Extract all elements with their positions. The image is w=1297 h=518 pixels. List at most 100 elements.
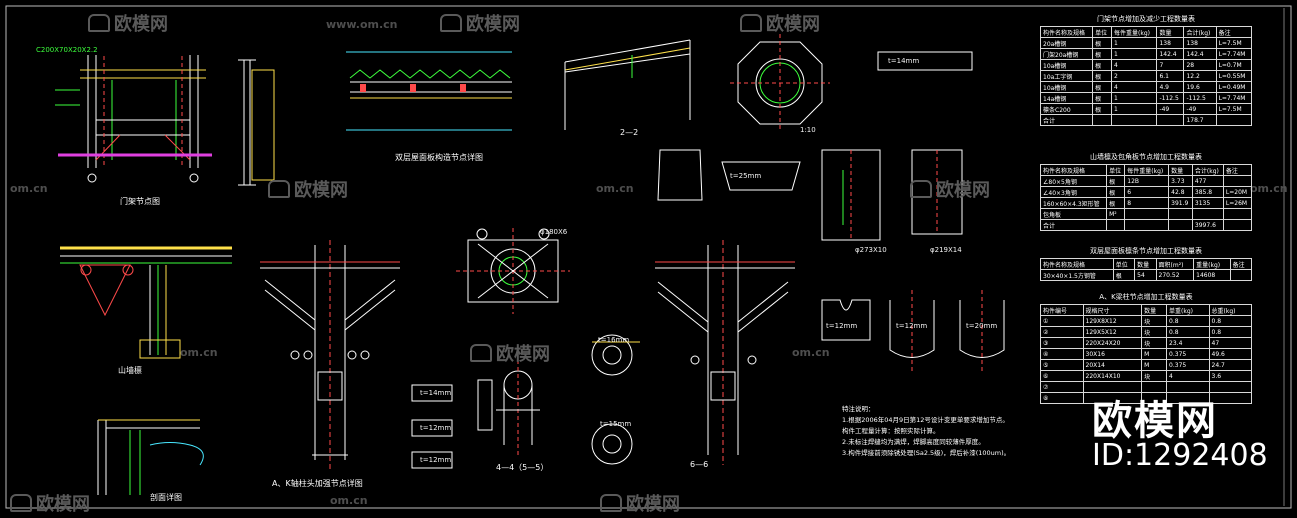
table-header-cell: 单位 [1106,164,1126,176]
column-head-detail-b [655,240,795,465]
watermark-logo-icon [740,14,762,32]
table-cell: 1 [1110,92,1158,104]
table-cell: -112.5 [1156,92,1185,104]
table-header-cell: 单位 [1112,258,1136,270]
table-cell [1222,208,1253,220]
table-cell: 54 [1134,269,1157,281]
table-cell: -49 [1183,103,1217,115]
table-cell: 8 [1124,197,1170,209]
watermark-logo-icon [600,494,622,512]
table-title: 山墙檩及包角板节点增加工程数量表 [1090,153,1202,161]
table-title: A、K梁柱节点增加工程数量表 [1099,293,1193,301]
plate-thickness-label: t=14mm [888,57,920,65]
watermark-logo-icon [470,344,492,362]
table-header-cell: 数量 [1156,26,1185,38]
table-cell: 12.2 [1183,70,1217,82]
u-plates-drawing [821,290,1005,372]
table-header-cell: 每件重量(kg) [1110,26,1158,38]
table-cell [1124,208,1170,220]
table-header-cell: 合计(kg) [1183,26,1217,38]
table-cell: -112.5 [1183,92,1217,104]
table-cell: 1 [1110,103,1158,115]
table-cell: M² [1106,208,1126,220]
table-cell: ⑥ [1040,370,1084,382]
table-cell: 14608 [1193,269,1231,281]
table-cell: 0.375 [1166,348,1210,360]
table-header-cell: 数量 [1134,258,1157,270]
title-ak-detail: A、K轴柱头加强节点详图 [272,479,363,488]
table-cell: 包角板 [1039,208,1108,220]
table-cell: M [1141,359,1168,371]
table-cell: 10a工字钢 [1039,70,1094,82]
watermark-brand: 欧模网 [470,340,550,366]
table-cell: -49 [1156,103,1185,115]
table-cell [1166,392,1210,404]
table-cell: 28 [1183,59,1217,71]
table-cell: 220X14X10 [1082,370,1143,382]
table-cell [1092,114,1112,126]
pipe-section-drawing [496,360,540,455]
pipe-label: φ180X6 [540,228,568,236]
table-header-cell: 构件名称及规格 [1039,26,1094,38]
table-header-cell: 规格尺寸 [1082,304,1143,316]
notes-heading: 特注说明： [842,405,875,413]
plate-thickness-label: t=15mm [600,420,632,428]
table-cell [1168,219,1193,231]
table-cell: 根 [1092,48,1112,60]
table-cell: ③ [1040,337,1084,349]
door-frame-side-view [238,59,275,186]
table-header-cell: 面积(m²) [1155,258,1195,270]
wall-panel-detail-drawing [60,246,232,359]
watermark-logo-icon [88,14,110,32]
table-cell [1208,392,1252,404]
table-cell: 23.4 [1166,337,1210,349]
table-cell: 根 [1092,103,1112,115]
table-cell: L=0.55M [1215,70,1253,82]
table-cell: 160×60×4.3矩形管 [1039,197,1108,209]
notes-line: 1.根据2006年04月9日第12号设计变更单要求增加节点。 [842,416,1009,424]
small-plates-drawing [411,379,493,469]
plate-thickness-label: t=20mm [966,322,998,330]
table-cell: 49.6 [1208,348,1252,360]
watermark-url: www.om.cn [326,18,398,31]
table-cell: 6.1 [1156,70,1185,82]
sheet-border [5,5,1292,509]
watermark-url: om.cn [330,494,368,507]
table-cell: 47 [1208,337,1252,349]
table-cell [1168,208,1193,220]
table-cell [1222,219,1253,231]
table-header-row: 构件名称及规格单位每件重量(kg)数量合计(kg)备注 [1039,26,1253,38]
table-cell: 24.7 [1208,359,1252,371]
table-cell: 42.8 [1168,186,1193,198]
table-cell [1106,219,1126,231]
column-head-detail-a [260,240,400,470]
table-header-cell: 备注 [1229,258,1253,270]
overlay-id: ID:1292408 [1092,438,1268,473]
notes-line: 2.未标注焊缝均为满焊，焊脚高度同较薄件厚度。 [842,438,985,446]
table-header-cell: 单重(kg) [1166,304,1210,316]
quantity-table-roof: 双层屋面板檩条节点增加工程数量表 构件名称及规格单位数量面积(m²)重量(kg)… [1040,246,1253,281]
table-cell: 142.4 [1156,48,1185,60]
watermark-logo-icon [268,180,290,198]
octagon-plate-drawing [730,34,830,132]
table-cell: 14a槽钢 [1039,92,1094,104]
table-cell: ⑧ [1040,392,1084,404]
table-cell: L=0.7M [1215,59,1253,71]
title-door-frame: 门架节点图 [120,197,160,206]
table-cell: L=20M [1222,186,1253,198]
table-cell [1110,114,1158,126]
table-cell: 1 [1110,37,1158,49]
table-cell: 477 [1191,175,1224,187]
table-cell: 178.7 [1183,114,1217,126]
table-cell: 根 [1092,59,1112,71]
table-cell: 块 [1141,326,1168,338]
table-cell [1191,208,1224,220]
